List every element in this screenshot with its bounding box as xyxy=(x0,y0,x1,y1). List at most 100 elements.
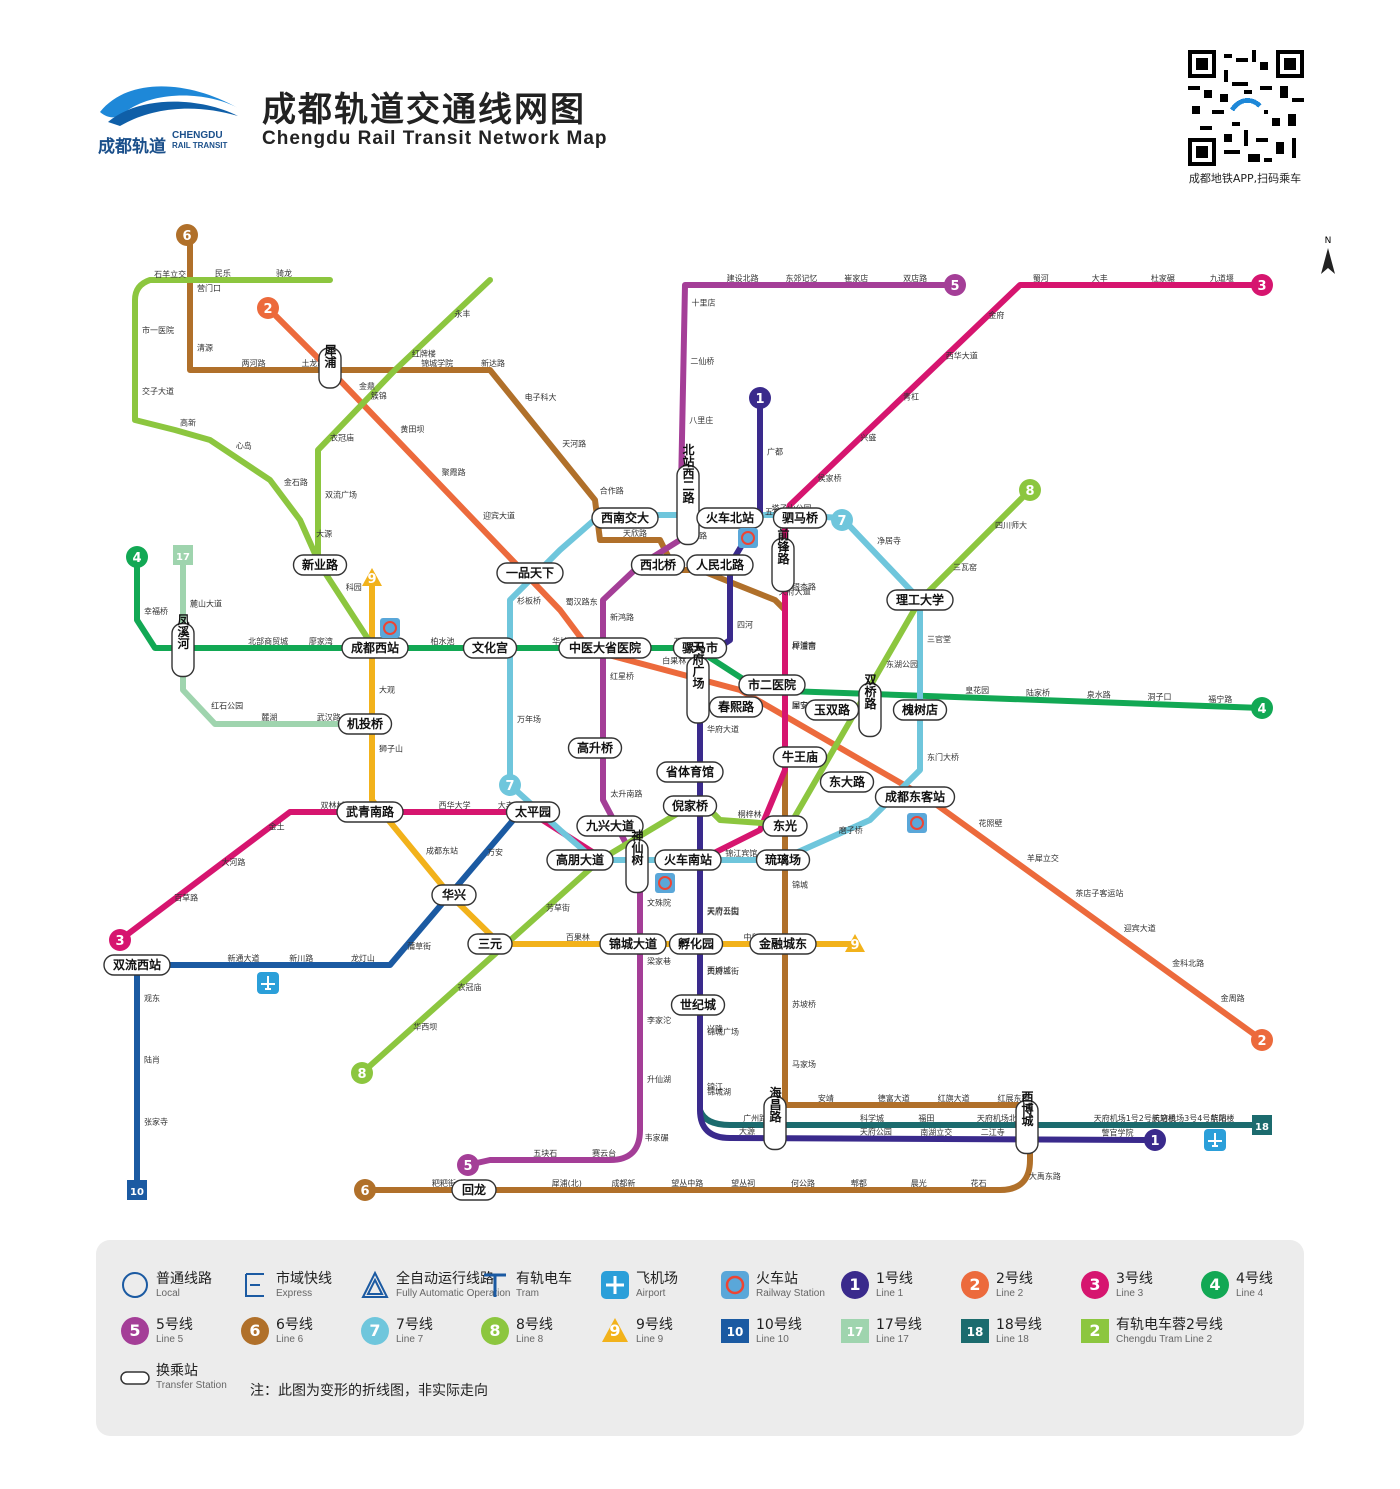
transfer-station[interactable]: 玉双路 xyxy=(804,699,860,721)
transfer-station[interactable]: 双流西站 xyxy=(103,954,171,976)
legend-icon: 10 xyxy=(721,1319,749,1343)
transfer-station[interactable]: 九兴大道 xyxy=(576,815,644,837)
transfer-station[interactable]: 春熙路 xyxy=(708,696,764,718)
station-label: 桐梓林 xyxy=(738,809,762,819)
station-label: 民乐 xyxy=(215,268,231,278)
transfer-station[interactable]: 成都东客站 xyxy=(874,786,956,808)
transfer-station[interactable]: 太平园 xyxy=(505,801,561,823)
transfer-station[interactable]: 天府广场 xyxy=(686,641,710,724)
transfer-station[interactable]: 东光 xyxy=(762,815,808,837)
transfer-pill xyxy=(336,801,404,823)
station-label: 兴盛 xyxy=(860,432,876,442)
transfer-station[interactable]: 金融城东 xyxy=(749,933,817,955)
transfer-station[interactable]: 锦城大道 xyxy=(599,933,667,955)
transfer-station[interactable]: 机投桥 xyxy=(337,713,393,735)
legend-item-label-en: Line 3 xyxy=(1116,1287,1144,1299)
transfer-station[interactable]: 倪家桥 xyxy=(662,795,718,817)
station-label: 花石 xyxy=(971,1178,987,1188)
legend-item-label-en: Fully Automatic Operation xyxy=(396,1287,511,1299)
transfer-station[interactable]: 东大路 xyxy=(819,771,875,793)
transfer-station[interactable]: 海昌路 xyxy=(763,1085,787,1151)
transfer-station[interactable]: 凤溪河 xyxy=(171,613,195,678)
legend-item-label: 换乘站 xyxy=(156,1362,198,1379)
transfer-station[interactable]: 神仙树 xyxy=(625,828,649,894)
transfer-station[interactable]: 槐树店 xyxy=(892,699,948,721)
transfer-station[interactable]: 市二医院 xyxy=(738,674,806,696)
transfer-station[interactable]: 武青南路 xyxy=(336,801,404,823)
legend-icon: 2 xyxy=(1081,1319,1109,1343)
transfer-station[interactable]: 新业路 xyxy=(292,554,348,576)
transfer-station[interactable]: 西北桥 xyxy=(630,554,686,576)
station-label: 柏水池 xyxy=(431,636,455,646)
station-label: 天欣路 xyxy=(623,528,647,538)
transfer-station[interactable]: 牛王庙 xyxy=(772,746,828,768)
transfer-station[interactable]: 犀浦 xyxy=(318,344,342,389)
legend-note: 注：此图为变形的折线图，非实际走向 xyxy=(250,1383,488,1399)
transfer-station[interactable]: 文化宫 xyxy=(462,637,518,659)
transfer-station[interactable]: 华兴 xyxy=(431,884,477,906)
tram2-route-12 xyxy=(132,277,375,648)
station-label: 石羊立交 xyxy=(154,269,186,279)
line-badge-number: 6 xyxy=(360,1184,369,1199)
transfer-station[interactable]: 成都西站 xyxy=(341,637,409,659)
legend-icon: 2 xyxy=(961,1271,989,1299)
station-label: 大丰 xyxy=(1092,273,1108,283)
transfer-station[interactable]: 高朋大道 xyxy=(546,849,614,871)
transfer-station[interactable]: 西南交大 xyxy=(591,507,659,529)
legend-item-label: 18号线 xyxy=(996,1316,1042,1333)
transfer-pill xyxy=(292,554,348,576)
station-label: 花照壁 xyxy=(979,818,1003,828)
line10-route-8 xyxy=(134,809,523,1193)
transfer-station[interactable]: 火车北站 xyxy=(696,507,764,529)
transfer-station[interactable]: 孵化园 xyxy=(668,933,724,955)
station-label: 合作路 xyxy=(600,485,624,495)
transfer-station[interactable]: 理工大学 xyxy=(886,589,954,611)
line-badge-8: 8 xyxy=(351,1062,373,1084)
transfer-station-name: 槐树店 xyxy=(901,702,938,717)
qr-code-icon[interactable] xyxy=(1188,50,1304,166)
transfer-pill xyxy=(591,507,659,529)
svg-text:18: 18 xyxy=(967,1325,984,1339)
transfer-pill xyxy=(1015,1099,1039,1155)
legend-icon xyxy=(120,1371,150,1385)
station-label: 陆家桥 xyxy=(1026,687,1050,697)
transfer-station[interactable]: 高升桥 xyxy=(567,737,623,759)
legend-icon xyxy=(601,1271,629,1299)
legend-item-label-en: Local xyxy=(156,1287,180,1299)
station-label: 电子科大 xyxy=(525,392,557,402)
line-badge-number: 5 xyxy=(463,1159,472,1174)
transfer-station[interactable]: 北站西二路 xyxy=(676,442,700,546)
airport-icon xyxy=(257,972,279,994)
transfer-station[interactable]: 回龙 xyxy=(451,1179,497,1201)
transfer-station[interactable]: 省体育馆 xyxy=(656,761,724,783)
transfer-station[interactable]: 一品天下 xyxy=(496,562,564,584)
svg-text:7: 7 xyxy=(369,1321,380,1340)
transfer-station[interactable]: 西博城 xyxy=(1015,1090,1039,1155)
transfer-station[interactable]: 中医大省医院 xyxy=(558,637,652,659)
station-label: 东湖公园 xyxy=(886,659,918,669)
station-label: 茶店子客运站 xyxy=(1075,888,1123,898)
transfer-station[interactable]: 双桥路 xyxy=(858,673,882,738)
transfer-station[interactable]: 驷马桥 xyxy=(772,507,828,529)
transfer-pill xyxy=(696,507,764,529)
station-label: 金土 xyxy=(269,821,285,831)
station-label: 双林村 xyxy=(320,800,344,810)
transfer-station[interactable]: 前锋路 xyxy=(771,527,795,593)
transfer-station[interactable]: 三元 xyxy=(467,933,513,955)
transfer-pill xyxy=(763,1095,787,1151)
transfer-station[interactable]: 琉璃场 xyxy=(755,849,811,871)
transfer-station[interactable]: 火车南站 xyxy=(654,849,722,871)
transfer-station[interactable]: 人民北路 xyxy=(686,554,754,576)
station-label: 成都新 xyxy=(611,1178,635,1188)
station-label: 四河 xyxy=(737,619,753,629)
transfer-station[interactable]: 世纪城 xyxy=(670,994,726,1016)
line-badge-6: 6 xyxy=(354,1179,376,1201)
transfer-pill xyxy=(431,884,477,906)
line-badge-3: 3 xyxy=(1251,274,1273,296)
transfer-station-name: 一品天下 xyxy=(506,566,554,580)
legend-item-label: 有轨电车蓉2号线 xyxy=(1116,1316,1223,1333)
legend-item-label: 3号线 xyxy=(1116,1270,1153,1287)
